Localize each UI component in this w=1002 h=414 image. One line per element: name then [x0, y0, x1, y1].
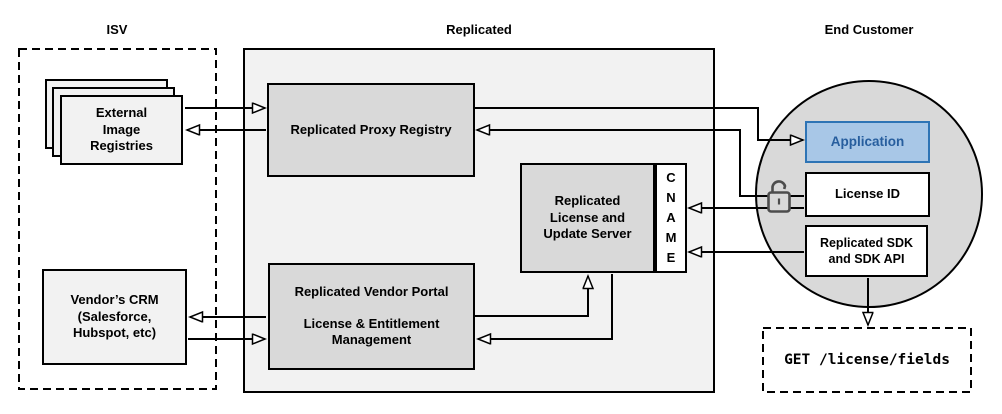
node-replicated-vendor-portal: Replicated Vendor Portal License & Entit…: [268, 263, 475, 370]
registries-line3: Registries: [90, 138, 153, 154]
node-license-update-server: Replicated License and Update Server: [520, 163, 655, 273]
section-label-isv: ISV: [106, 22, 128, 37]
node-get-license-fields: GET /license/fields: [762, 327, 972, 393]
server-line3: Update Server: [543, 226, 632, 242]
sdk-line1: Replicated SDK: [819, 235, 914, 250]
cname-letter-n: N: [666, 190, 676, 205]
license-id-label: License ID: [834, 186, 901, 202]
vendor-portal-subtitle: License & Entitlement Management: [304, 316, 440, 350]
cname-letter-c: C: [666, 170, 676, 185]
vendor-portal-subtitle-line2: Management: [331, 332, 412, 348]
crm-line3: Hubspot, etc): [72, 325, 157, 341]
get-license-fields-label: GET /license/fields: [784, 352, 950, 368]
node-cname: C N A M E: [655, 163, 687, 273]
node-license-id: License ID: [805, 172, 930, 217]
vendor-portal-title: Replicated Vendor Portal: [294, 283, 449, 299]
crm-line1: Vendor’s CRM: [70, 291, 159, 307]
cname-letter-e: E: [666, 250, 676, 265]
registries-line2: Image: [102, 121, 141, 137]
server-line1: Replicated: [554, 192, 621, 208]
section-label-end-customer: End Customer: [824, 22, 914, 37]
cname-letter-m: M: [665, 230, 677, 245]
node-vendors-crm: Vendor’s CRM (Salesforce, Hubspot, etc): [42, 269, 187, 365]
server-line2: License and: [549, 209, 626, 225]
application-label: Application: [830, 134, 905, 150]
node-replicated-proxy-registry: Replicated Proxy Registry: [267, 83, 475, 177]
cname-letter-a: A: [666, 210, 676, 225]
node-external-image-registries: External Image Registries: [60, 95, 183, 165]
sdk-line2: and SDK API: [828, 252, 905, 266]
vendor-portal-subtitle-line1: License & Entitlement: [303, 315, 440, 331]
registries-line1: External: [95, 104, 148, 120]
proxy-registry-label: Replicated Proxy Registry: [290, 121, 452, 137]
node-replicated-sdk: Replicated SDK and SDK API: [805, 225, 928, 277]
section-label-replicated: Replicated: [446, 22, 512, 37]
node-application: Application: [805, 121, 930, 163]
crm-line2: (Salesforce,: [77, 308, 152, 324]
